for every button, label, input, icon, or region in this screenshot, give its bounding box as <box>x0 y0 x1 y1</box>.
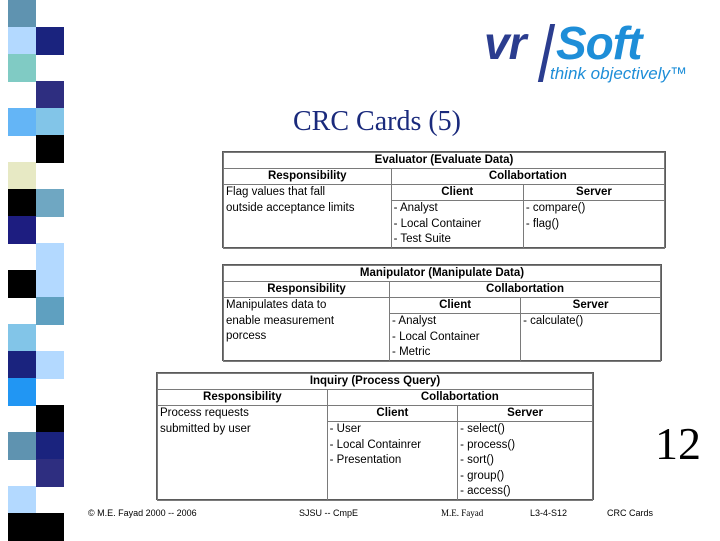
client-item: - Local Container <box>393 217 482 230</box>
responsibility-line: porcess <box>226 330 267 342</box>
stripe-square <box>36 27 64 55</box>
decorative-stripe <box>0 0 68 541</box>
responsibility-header: Responsibility <box>223 168 392 185</box>
stripe-square <box>8 27 36 55</box>
responsibility-header: Responsibility <box>222 281 391 298</box>
server-item: - access() <box>460 485 511 497</box>
stripe-square <box>8 486 36 514</box>
stripe-square <box>8 108 36 136</box>
responsibility-cell: Manipulates data to enable measurement p… <box>222 297 391 362</box>
server-item: - flag() <box>525 217 560 230</box>
stripe-square <box>36 513 64 541</box>
server-item: - select() <box>460 423 505 435</box>
server-header: Server <box>522 184 666 201</box>
responsibility-cell: Flag values that fall outside acceptance… <box>223 184 392 249</box>
client-item: - Analyst <box>393 202 438 214</box>
slide-title: CRC Cards (5) <box>293 106 461 137</box>
logo-tagline: think objectively™ <box>550 64 688 83</box>
responsibility-header: Responsibility <box>157 389 328 406</box>
card-title: Evaluator (Evaluate Data) <box>223 152 665 169</box>
server-item: - process() <box>460 438 516 451</box>
page-number: 12 <box>655 418 701 469</box>
client-header: Client <box>390 184 524 201</box>
client-cell: - User - Local Containrer - Presentation <box>326 421 459 501</box>
crc-card-manipulator: Manipulator (Manipulate Data) Responsibi… <box>222 264 662 362</box>
stripe-square <box>8 432 36 460</box>
server-header: Server <box>457 405 593 422</box>
footer-topic: CRC Cards <box>607 508 654 518</box>
stripe-square <box>8 162 36 190</box>
client-item: - Local Container <box>392 330 480 343</box>
footer-course: SJSU -- CmpE <box>299 508 359 518</box>
server-cell: - calculate() <box>520 313 661 362</box>
server-item: - calculate() <box>523 315 584 327</box>
stripe-square <box>36 135 64 163</box>
stripe-square <box>36 243 64 271</box>
client-cell: - Analyst - Local Container - Metric <box>389 313 522 362</box>
responsibility-line: outside acceptance limits <box>226 201 355 214</box>
stripe-square <box>8 270 36 298</box>
stripe-square <box>36 432 64 460</box>
stripe-square <box>36 297 64 325</box>
logo-vr-text: vr <box>484 17 526 69</box>
vrsoft-logo: vr Soft think objectively™ <box>484 17 694 88</box>
card-title: Manipulator (Manipulate Data) <box>223 265 661 282</box>
responsibility-line: Flag values that fall <box>226 186 326 198</box>
stripe-square <box>36 405 64 433</box>
stripe-square <box>8 513 36 541</box>
client-item: - User <box>329 423 361 435</box>
collaboration-header: Collabortation <box>326 389 594 406</box>
footer-author: M.E. Fayad <box>441 508 484 518</box>
crc-card-evaluator: Evaluator (Evaluate Data) Responsibility… <box>222 151 666 249</box>
client-item: - Local Containrer <box>329 438 422 451</box>
server-item: - compare() <box>525 202 586 214</box>
stripe-square <box>8 351 36 379</box>
responsibility-line: Process requests <box>160 407 249 419</box>
stripe-square <box>36 351 64 379</box>
client-header: Client <box>326 405 459 422</box>
stripe-square <box>36 459 64 487</box>
client-item: - Analyst <box>392 315 437 327</box>
card-title: Inquiry (Process Query) <box>157 373 593 390</box>
logo-soft-text: Soft <box>556 17 642 69</box>
stripe-square <box>8 54 36 82</box>
footer-slide-id: L3-4-S12 <box>530 508 568 518</box>
responsibility-line: enable measurement <box>226 314 335 327</box>
collaboration-header: Collabortation <box>389 281 661 298</box>
stripe-square <box>8 0 36 28</box>
responsibility-cell: Process requests submitted by user <box>157 405 328 501</box>
stripe-square <box>36 108 64 136</box>
client-cell: - Analyst - Local Container - Test Suite <box>390 200 524 249</box>
client-item: - Presentation <box>329 454 402 466</box>
stripe-square <box>36 189 64 217</box>
collaboration-header: Collabortation <box>390 168 666 185</box>
footer-copyright: © M.E. Fayad 2000 -- 2006 <box>88 508 197 518</box>
stripe-square <box>8 189 36 217</box>
stripe-square <box>8 216 36 244</box>
stripe-square <box>8 378 36 406</box>
client-item: - Test Suite <box>393 233 451 245</box>
crc-card-inquiry: Inquiry (Process Query) Responsibility C… <box>156 372 594 501</box>
stripe-square <box>8 324 36 352</box>
server-header: Server <box>520 297 661 314</box>
responsibility-line: Manipulates data to <box>226 299 327 311</box>
server-item: - sort() <box>460 454 494 466</box>
client-header: Client <box>389 297 522 314</box>
stripe-square <box>36 270 64 298</box>
server-cell: - compare() - flag() <box>522 200 666 249</box>
stripe-square <box>36 81 64 109</box>
client-item: - Metric <box>392 346 431 358</box>
server-item: - group() <box>460 469 505 482</box>
responsibility-line: submitted by user <box>160 422 251 435</box>
server-cell: - select() - process() - sort() - group(… <box>457 421 593 501</box>
